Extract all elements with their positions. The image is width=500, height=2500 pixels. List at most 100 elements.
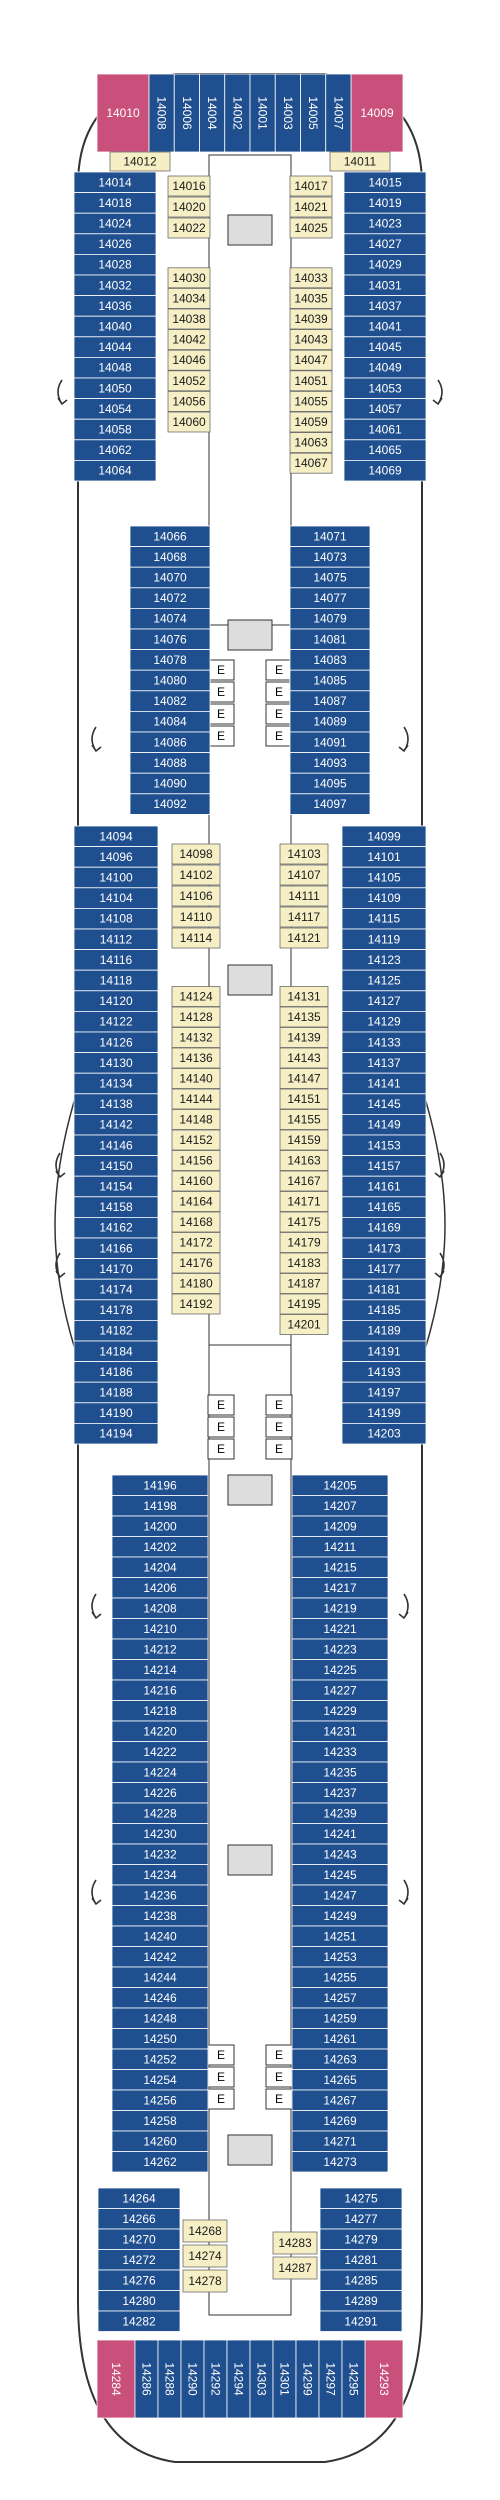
cabin-14011[interactable]: 14011 [329,151,391,172]
cabin-14111[interactable]: 14111 [279,885,329,907]
cabin-14170[interactable]: 14170 [73,1258,159,1280]
cabin-14075[interactable]: 14075 [289,566,371,589]
cabin-14269[interactable]: 14269 [291,2110,389,2132]
cabin-14015[interactable]: 14015 [343,171,427,194]
cabin-14118[interactable]: 14118 [73,969,159,992]
cabin-14074[interactable]: 14074 [129,608,211,630]
cabin-14200[interactable]: 14200 [111,1515,209,1537]
cabin-14081[interactable]: 14081 [289,628,371,651]
cabin-14202[interactable]: 14202 [111,1536,209,1558]
cabin-14080[interactable]: 14080 [129,669,211,692]
cabin-14167[interactable]: 14167 [279,1170,329,1192]
cabin-14217[interactable]: 14217 [291,1577,389,1599]
cabin-14194[interactable]: 14194 [73,1423,159,1445]
cabin-14131[interactable]: 14131 [279,986,329,1007]
cabin-14219[interactable]: 14219 [291,1597,389,1619]
cabin-14037[interactable]: 14037 [343,295,427,317]
cabin-14029[interactable]: 14029 [343,253,427,276]
cabin-14228[interactable]: 14228 [111,1802,209,1824]
cabin-14036[interactable]: 14036 [73,295,157,317]
cabin-14191[interactable]: 14191 [341,1340,427,1363]
cabin-14055[interactable]: 14055 [289,390,333,412]
cabin-14154[interactable]: 14154 [73,1175,159,1198]
cabin-14088[interactable]: 14088 [129,752,211,774]
cabin-14259[interactable]: 14259 [291,2007,389,2029]
cabin-14146[interactable]: 14146 [73,1134,159,1157]
cabin-14002[interactable]: 14002 [224,73,251,153]
cabin-14238[interactable]: 14238 [111,1905,209,1927]
cabin-14211[interactable]: 14211 [291,1536,389,1558]
cabin-14143[interactable]: 14143 [279,1047,329,1069]
cabin-14279[interactable]: 14279 [319,2228,403,2250]
cabin-14057[interactable]: 14057 [343,398,427,420]
cabin-14214[interactable]: 14214 [111,1659,209,1681]
cabin-14008[interactable]: 14008 [148,73,175,153]
cabin-14082[interactable]: 14082 [129,690,211,712]
cabin-14038[interactable]: 14038 [167,308,211,330]
cabin-14232[interactable]: 14232 [111,1843,209,1865]
cabin-14071[interactable]: 14071 [289,525,371,548]
cabin-14222[interactable]: 14222 [111,1741,209,1763]
cabin-14145[interactable]: 14145 [341,1093,427,1115]
cabin-14116[interactable]: 14116 [73,949,159,971]
cabin-14120[interactable]: 14120 [73,990,159,1012]
cabin-14186[interactable]: 14186 [73,1361,159,1383]
cabin-14100[interactable]: 14100 [73,866,159,889]
cabin-14067[interactable]: 14067 [289,452,333,474]
cabin-14188[interactable]: 14188 [73,1381,159,1404]
cabin-14207[interactable]: 14207 [291,1495,389,1517]
cabin-14012[interactable]: 14012 [109,151,171,172]
cabin-14150[interactable]: 14150 [73,1155,159,1177]
cabin-14059[interactable]: 14059 [289,411,333,433]
cabin-14254[interactable]: 14254 [111,2069,209,2091]
cabin-14025[interactable]: 14025 [289,217,333,239]
cabin-14027[interactable]: 14027 [343,233,427,255]
cabin-14020[interactable]: 14020 [167,196,211,218]
cabin-14084[interactable]: 14084 [129,711,211,733]
cabin-14083[interactable]: 14083 [289,649,371,671]
cabin-14140[interactable]: 14140 [171,1068,221,1089]
cabin-14009[interactable]: 14009 [350,73,404,153]
cabin-14155[interactable]: 14155 [279,1109,329,1130]
cabin-14034[interactable]: 14034 [167,287,211,309]
cabin-14160[interactable]: 14160 [171,1170,221,1192]
cabin-14185[interactable]: 14185 [341,1299,427,1321]
cabin-14236[interactable]: 14236 [111,1884,209,1906]
cabin-14022[interactable]: 14022 [167,217,211,239]
cabin-14294[interactable]: 14294 [226,2339,251,2419]
cabin-14103[interactable]: 14103 [279,843,329,865]
cabin-14076[interactable]: 14076 [129,628,211,651]
cabin-14256[interactable]: 14256 [111,2089,209,2111]
cabin-14290[interactable]: 14290 [180,2339,205,2419]
cabin-14227[interactable]: 14227 [291,1679,389,1701]
cabin-14247[interactable]: 14247 [291,1884,389,1906]
cabin-14220[interactable]: 14220 [111,1720,209,1742]
cabin-14251[interactable]: 14251 [291,1925,389,1947]
cabin-14129[interactable]: 14129 [341,1011,427,1033]
cabin-14005[interactable]: 14005 [300,73,327,153]
cabin-14206[interactable]: 14206 [111,1577,209,1599]
cabin-14199[interactable]: 14199 [341,1402,427,1424]
cabin-14286[interactable]: 14286 [134,2339,159,2419]
cabin-14044[interactable]: 14044 [73,336,157,358]
cabin-14276[interactable]: 14276 [97,2269,181,2291]
cabin-14001[interactable]: 14001 [249,73,276,153]
cabin-14102[interactable]: 14102 [171,864,221,886]
cabin-14177[interactable]: 14177 [341,1258,427,1280]
cabin-14284[interactable]: 14284 [96,2339,136,2419]
cabin-14239[interactable]: 14239 [291,1802,389,1824]
cabin-14134[interactable]: 14134 [73,1072,159,1095]
cabin-14169[interactable]: 14169 [341,1217,427,1239]
cabin-14240[interactable]: 14240 [111,1925,209,1947]
cabin-14053[interactable]: 14053 [343,377,427,400]
cabin-14045[interactable]: 14045 [343,336,427,358]
cabin-14079[interactable]: 14079 [289,608,371,630]
cabin-14270[interactable]: 14270 [97,2228,181,2250]
cabin-14162[interactable]: 14162 [73,1217,159,1239]
cabin-14164[interactable]: 14164 [171,1191,221,1212]
cabin-14289[interactable]: 14289 [319,2290,403,2312]
cabin-14287[interactable]: 14287 [272,2256,318,2280]
cabin-14073[interactable]: 14073 [289,546,371,568]
cabin-14204[interactable]: 14204 [111,1556,209,1578]
cabin-14090[interactable]: 14090 [129,772,211,795]
